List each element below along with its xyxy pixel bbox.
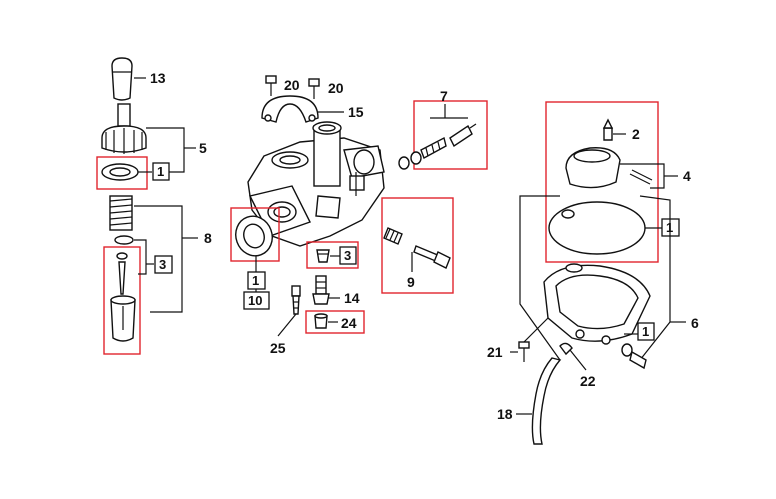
callout-7: 7: [440, 88, 448, 104]
callout-15: 15: [348, 104, 364, 120]
float-part-4: [565, 147, 653, 189]
drain-tube-part-18: [531, 357, 562, 445]
callout-5: 5: [199, 140, 207, 156]
main-jet-part-24: [314, 313, 328, 329]
callout-4: 4: [683, 168, 691, 184]
callout-2: 2: [632, 126, 640, 142]
retainer-clip: [114, 235, 134, 245]
callout-1-gasket: 1: [252, 273, 259, 288]
pilot-jet-part-3: [316, 249, 330, 263]
callout-18: 18: [497, 406, 513, 422]
callout-13: 13: [150, 70, 166, 86]
callout-25: 25: [270, 340, 286, 356]
callout-3-needle: 3: [159, 257, 166, 272]
callout-20-right: 20: [328, 80, 344, 96]
air-screw-assembly: [398, 123, 477, 170]
callout-21: 21: [487, 344, 503, 360]
cap-part-13: [111, 57, 133, 101]
spring-part-8: [109, 195, 133, 231]
screw-part-20-right: [308, 78, 320, 99]
highlight-main-jet: [305, 310, 365, 334]
highlight-gasket: [230, 207, 280, 262]
callout-22: 22: [580, 373, 596, 389]
washer-part-1: [101, 163, 139, 181]
callout-20-left: 20: [284, 77, 300, 93]
highlight-group-9: [381, 197, 454, 294]
group-bracket-6: [519, 195, 561, 361]
throttle-valve: [110, 295, 136, 342]
screw-part-21: [518, 341, 530, 362]
float-chamber-bowl: [543, 263, 651, 345]
drain-screw-part-1: [621, 343, 647, 370]
needle-jet-holder-part-14: [312, 275, 330, 305]
callout-8: 8: [204, 230, 212, 246]
callout-14: 14: [344, 290, 360, 306]
screw-part-20-left: [265, 75, 277, 96]
top-plate-part-15: [261, 95, 319, 123]
callout-1-drain: 1: [642, 324, 649, 339]
cable-adjuster-part-5: [101, 103, 147, 154]
insulator-gasket: [235, 215, 273, 257]
highlight-group-7: [413, 100, 488, 170]
highlight-pilot-jet: [306, 241, 359, 269]
callout-3-jet: 3: [344, 248, 351, 263]
highlight-float-group: [545, 101, 659, 263]
float-valve-part-2: [602, 118, 614, 141]
callout-1-washer: 1: [157, 164, 164, 179]
callout-24: 24: [341, 315, 357, 331]
callout-6: 6: [691, 315, 699, 331]
callout-10: 10: [248, 293, 262, 308]
callout-9: 9: [407, 274, 415, 290]
clip-part-22: [559, 342, 573, 356]
highlight-needle-slide: [103, 246, 141, 355]
jet-needle-part-3: [116, 252, 128, 295]
float-chamber-gasket: [548, 201, 646, 255]
throttle-stop-screw-assembly: [383, 227, 451, 269]
screw-part-25: [291, 285, 301, 315]
highlight-washer: [96, 156, 148, 190]
